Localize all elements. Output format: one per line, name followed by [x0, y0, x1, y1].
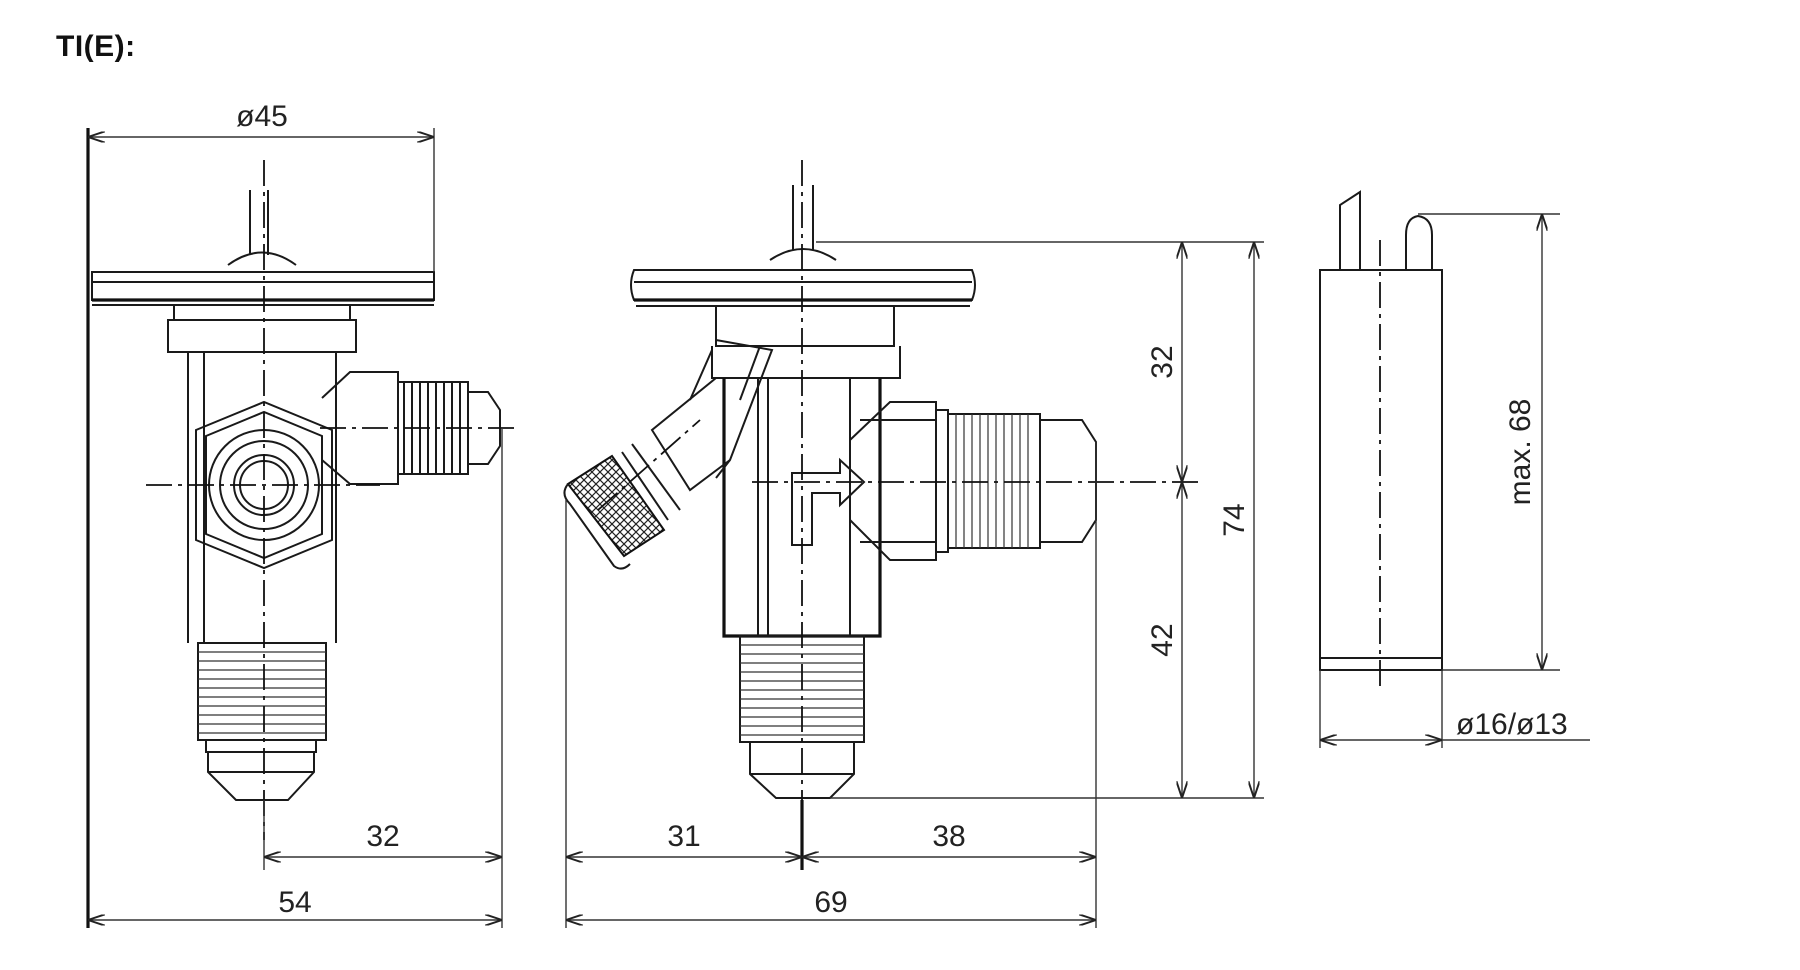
- dim-54: 54: [278, 886, 311, 919]
- dim-38: 38: [932, 820, 965, 853]
- front-view-dimensions: ø45 32 54: [86, 100, 503, 928]
- drawing-title: TI(E):: [56, 30, 136, 63]
- valve-side-view-icon: [563, 160, 1200, 870]
- dim-74: 74: [1218, 503, 1251, 536]
- sensor-bulb-icon: [1319, 190, 1443, 690]
- dim-42: 42: [1146, 623, 1179, 656]
- dim-69: 69: [814, 886, 847, 919]
- dim-max-68: max. 68: [1504, 399, 1537, 506]
- valve-front-view-icon: [91, 160, 520, 840]
- dim-31: 31: [667, 820, 700, 853]
- dim-32-side: 32: [1146, 345, 1179, 378]
- dim-diameter-16-13: ø16/ø13: [1456, 708, 1568, 741]
- dim-32-front: 32: [366, 820, 399, 853]
- bulb-dimensions: max. 68 ø16/ø13: [1319, 213, 1590, 748]
- side-view-dimensions: 31 38 69 32 42 74: [565, 241, 1264, 928]
- dim-diameter-45: ø45: [236, 100, 288, 133]
